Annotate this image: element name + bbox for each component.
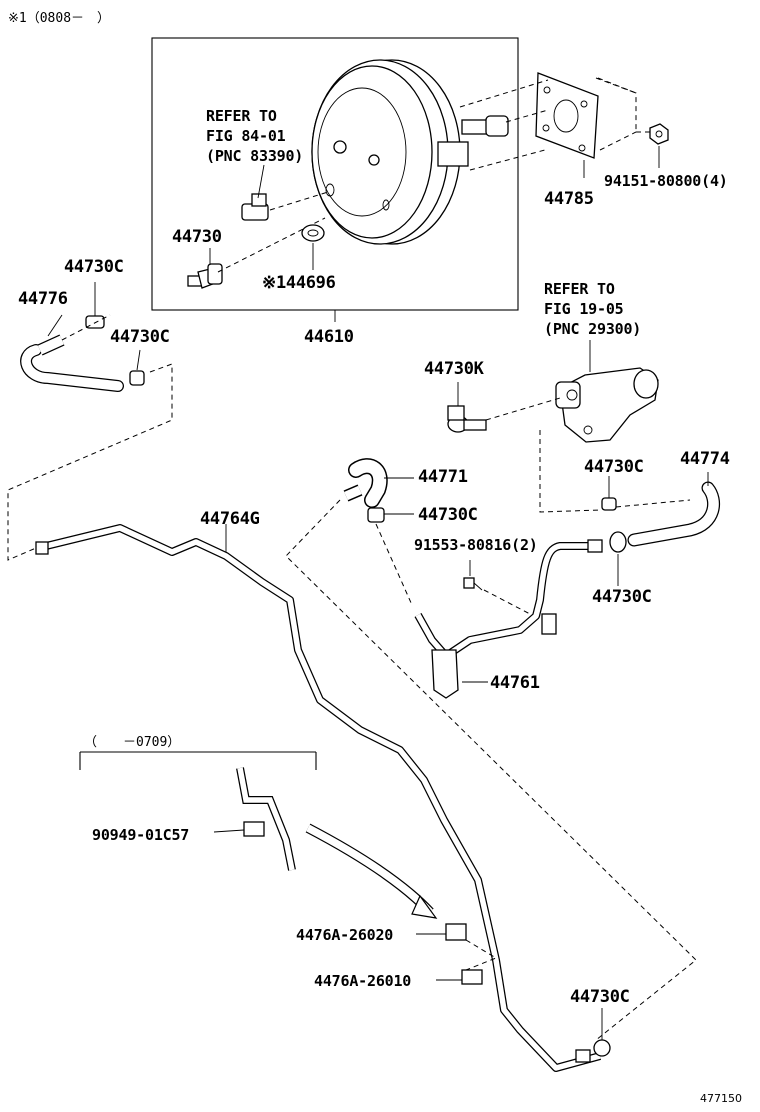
label-44730C-d: 44730C (584, 457, 644, 477)
label-44696: ※144696 (262, 273, 336, 293)
label-4476A-26010: 4476A-26010 (314, 972, 411, 990)
brake-booster (311, 59, 509, 245)
ref2-line1: REFER TO (544, 280, 615, 298)
nut-94151 (649, 123, 669, 145)
ref1-line2: FIG 84-01 (206, 127, 286, 145)
ref2-line2: FIG 19-05 (544, 300, 624, 318)
bolt-91553 (463, 577, 483, 591)
figure-id: 477150 (700, 1092, 742, 1105)
label-44776: 44776 (18, 289, 68, 309)
label-44771: 44771 (418, 467, 468, 487)
label-44730C-c: 44730C (418, 505, 478, 525)
pipe-44764G (35, 524, 602, 1072)
label-44764G: 44764G (200, 509, 260, 529)
elbow-44771 (343, 458, 388, 508)
header-note: ※1（0808－ ） (8, 11, 110, 26)
clip-44730C-b (129, 370, 145, 386)
label-44774: 44774 (680, 449, 730, 469)
pipe-44761 (414, 539, 603, 699)
label-44730C-a: 44730C (64, 257, 124, 277)
clip-4476A-26010 (461, 969, 483, 985)
clip-44730C-e (609, 531, 627, 553)
connector-83390 (241, 193, 269, 221)
grommet (301, 224, 325, 242)
label-90949: 90949-01C57 (92, 826, 189, 844)
clip-4476A-26020 (445, 923, 467, 941)
clip-44730C-f (575, 1039, 611, 1063)
label-44785: 44785 (544, 189, 594, 209)
label-44730C-e: 44730C (592, 587, 652, 607)
hose-44776 (20, 334, 124, 392)
ref1-line3: (PNC 83390) (206, 147, 303, 165)
label-91553: 91553-80816(2) (414, 536, 538, 554)
clip-44730C-c (367, 507, 385, 523)
label-44610: 44610 (304, 327, 354, 347)
ref2-line3: (PNC 29300) (544, 320, 641, 338)
gasket-plate (535, 72, 599, 159)
clip-44730C-d (601, 497, 617, 511)
union-44730K (447, 405, 487, 433)
label-44730C-b: 44730C (110, 327, 170, 347)
label-44730C-f: 44730C (570, 987, 630, 1007)
vacuum-pump (555, 367, 659, 443)
inset-range: （ －0709） (84, 735, 180, 750)
hose-44774 (627, 481, 721, 547)
ref1-line1: REFER TO (206, 107, 277, 125)
inset-pipe (236, 767, 296, 871)
label-4476A-26020: 4476A-26020 (296, 926, 393, 944)
label-44730K: 44730K (424, 359, 485, 379)
label-44730: 44730 (172, 227, 222, 247)
label-94151: 94151-80800(4) (604, 172, 728, 190)
label-44761: 44761 (490, 673, 540, 693)
check-valve (187, 263, 223, 289)
